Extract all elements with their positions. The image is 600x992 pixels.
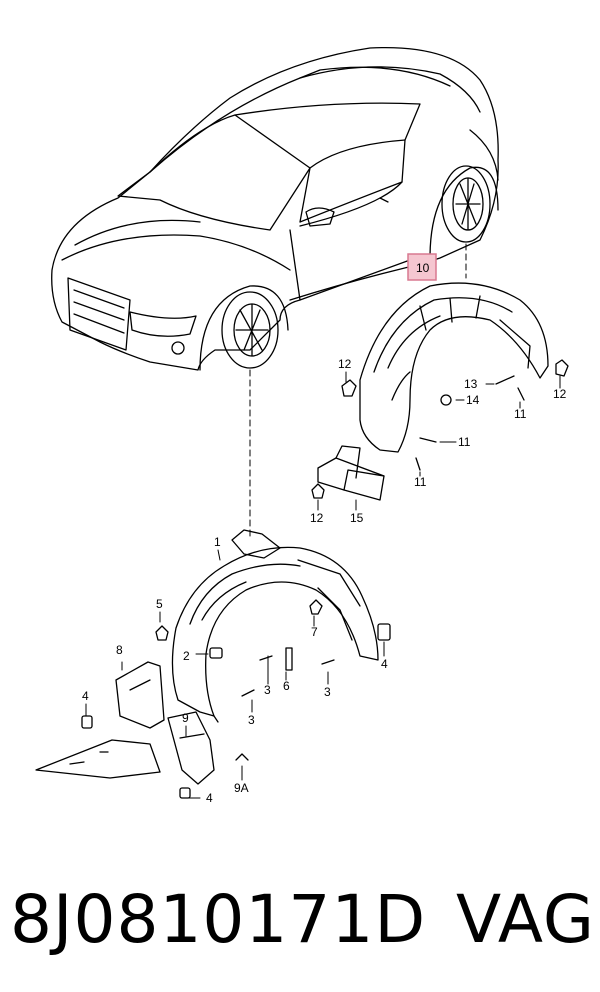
car-illustration: [51, 46, 499, 371]
part-number: 8J0810171D: [10, 881, 427, 958]
leader-lines: [249, 243, 467, 541]
part-number-bar: 8J0810171D VAG: [0, 870, 600, 970]
callout-15: 15: [350, 511, 364, 525]
callout-8: 8: [116, 643, 123, 657]
callout-4: 4: [381, 657, 388, 671]
callout-12: 12: [338, 357, 352, 371]
callout-7: 7: [311, 625, 318, 639]
callout-9A: 9A: [234, 781, 249, 795]
callout-3: 3: [248, 713, 255, 727]
callout-6: 6: [283, 679, 290, 693]
callout-12: 12: [310, 511, 324, 525]
callout-12: 12: [553, 387, 567, 401]
callout-11: 11: [514, 407, 527, 421]
callout-13: 13: [464, 377, 478, 391]
callout-3: 3: [324, 685, 331, 699]
callout-14: 14: [466, 393, 480, 407]
callout-11: 11: [458, 435, 471, 449]
callout-3: 3: [264, 683, 271, 697]
callout-11: 11: [414, 475, 427, 489]
front-wheel-liner: [35, 529, 391, 799]
callout-2: 2: [183, 649, 190, 663]
callout-5: 5: [156, 597, 163, 611]
brand-label: VAG: [456, 881, 596, 958]
callout-10: 10: [416, 261, 430, 275]
highlight-box: [407, 253, 437, 281]
callout-9: 9: [182, 711, 189, 725]
callout-labels: 10 12 12 12 13 14 11 11 11 15 1 5 7 2 4 …: [82, 261, 567, 805]
rear-wheel-liner: [311, 282, 569, 511]
callout-4: 4: [82, 689, 89, 703]
callout-1: 1: [214, 535, 221, 549]
callout-4: 4: [206, 791, 213, 805]
